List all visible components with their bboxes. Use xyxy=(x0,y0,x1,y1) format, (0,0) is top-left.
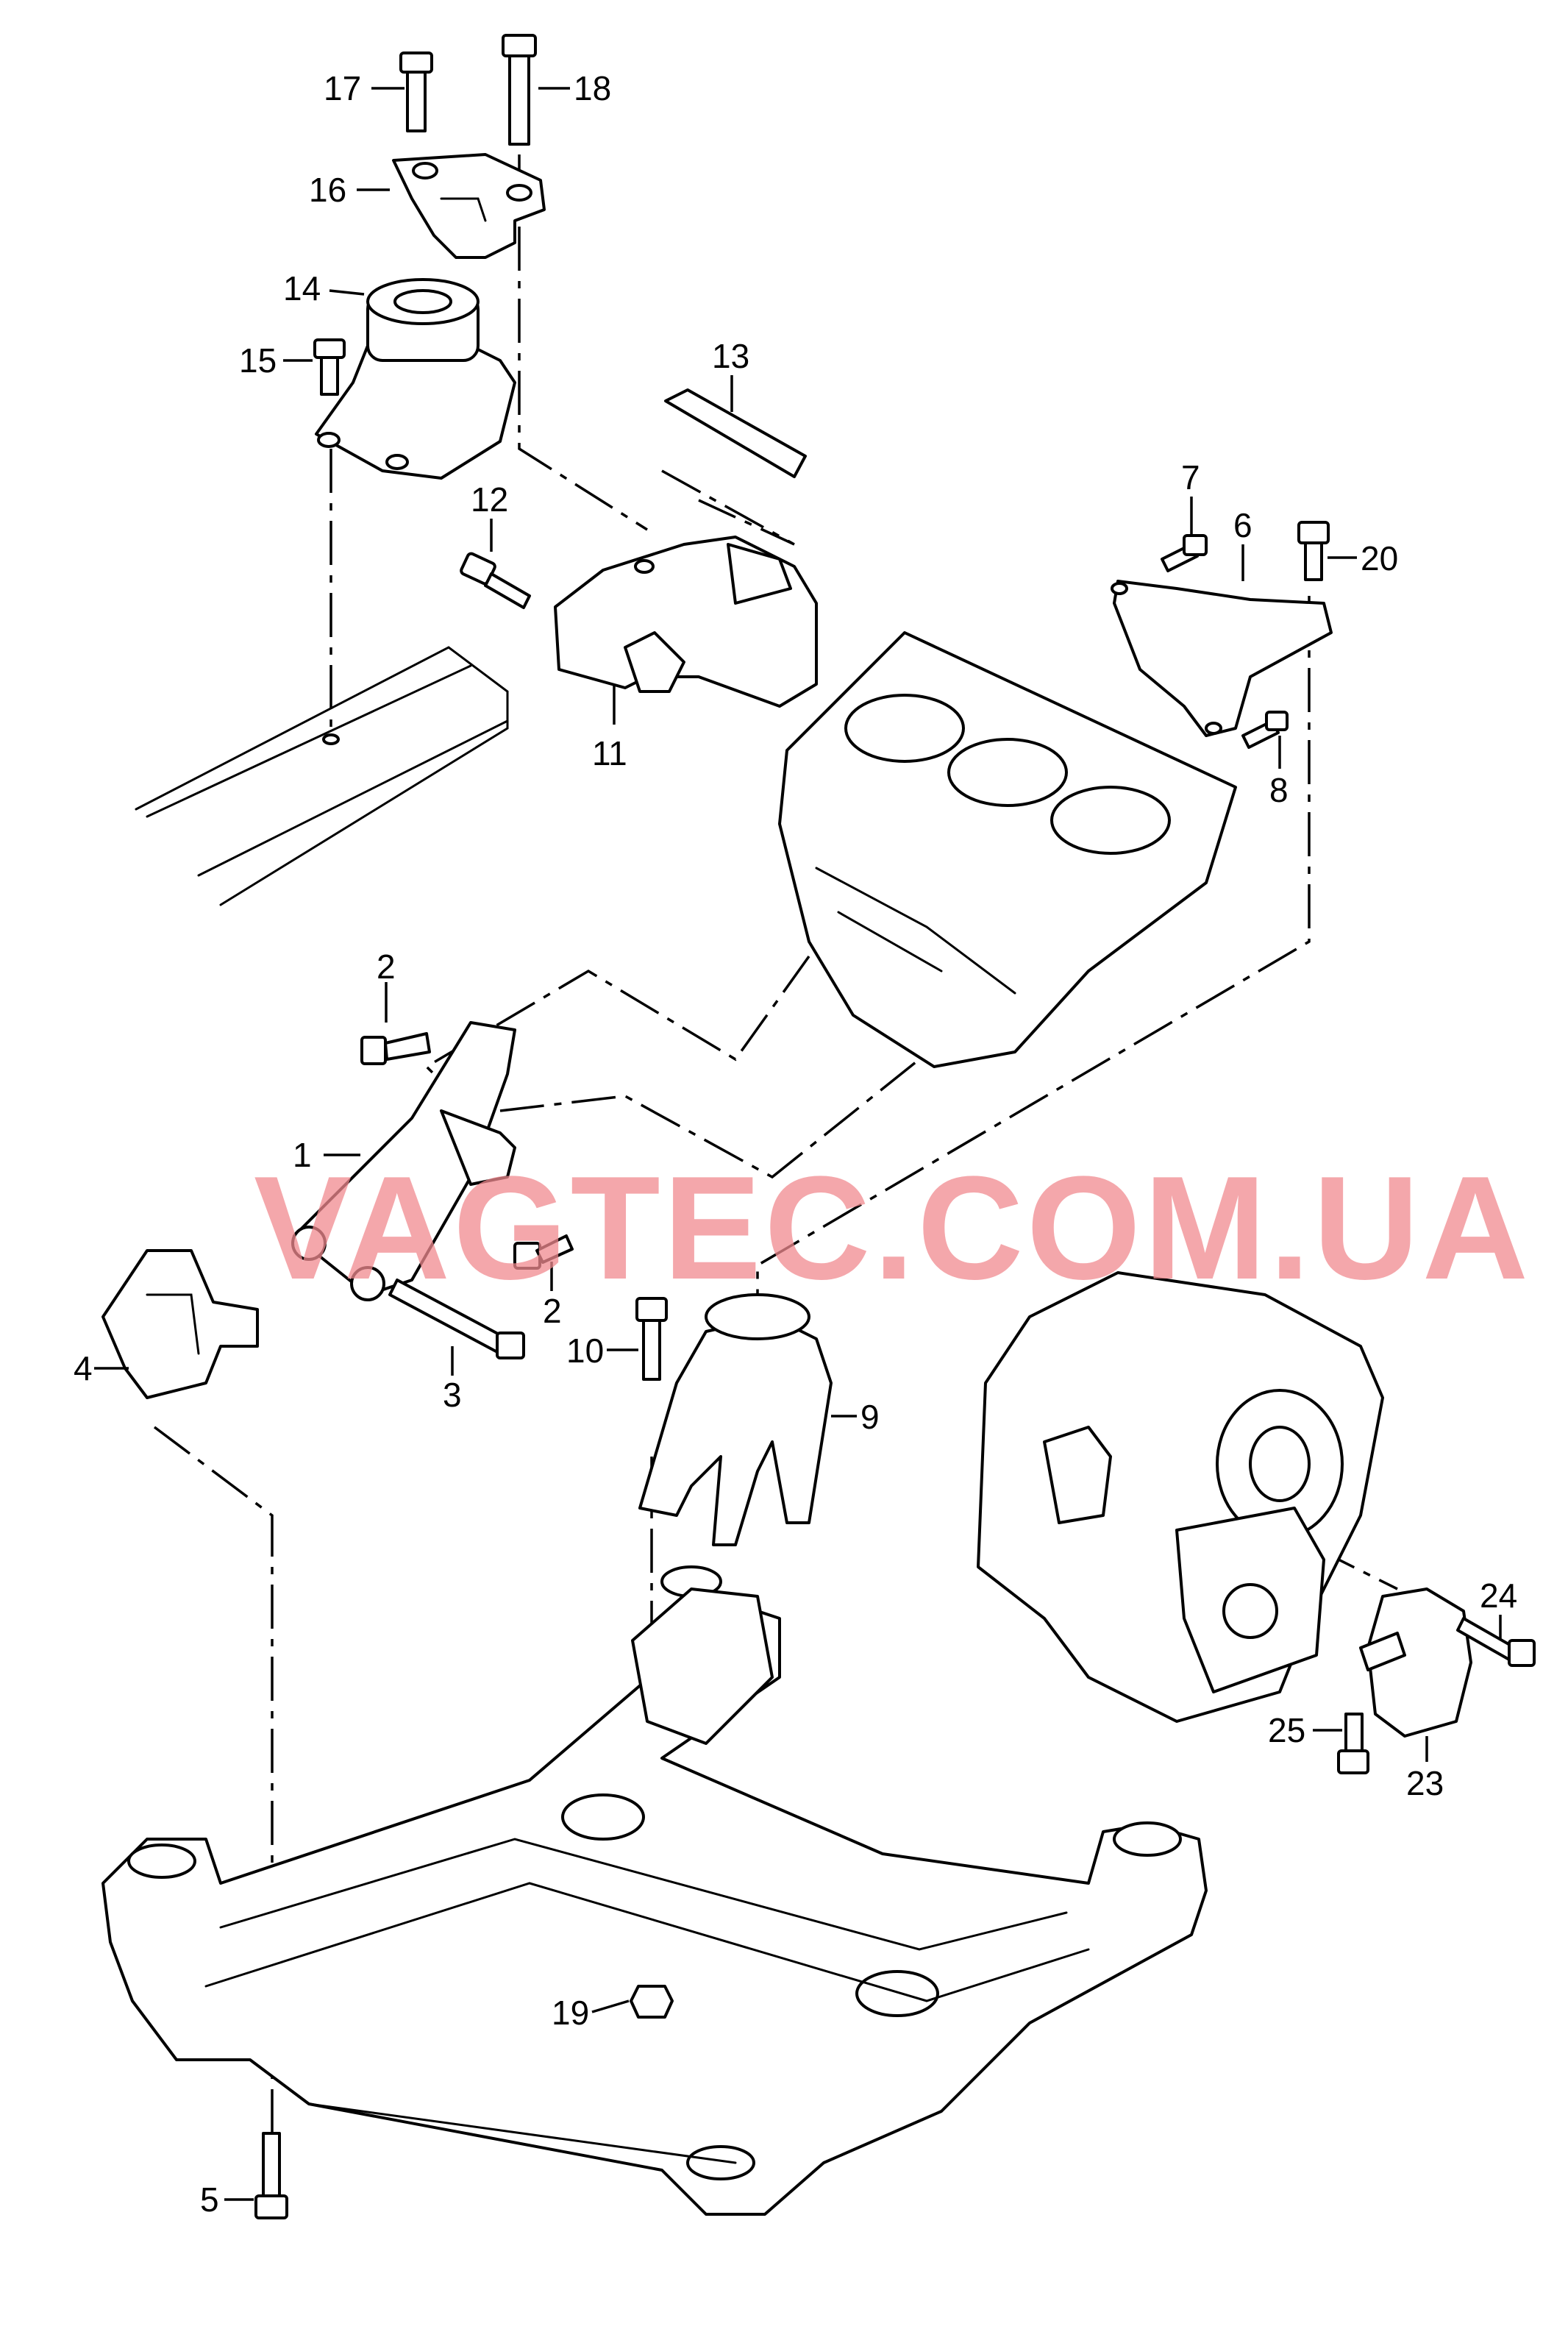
bolt-25 xyxy=(1337,1713,1369,1774)
callout-19: 17 xyxy=(324,69,361,107)
callout-9: 9 xyxy=(860,1398,880,1436)
mount-bracket-13 xyxy=(554,536,818,708)
callout-14: 12 xyxy=(471,480,508,519)
callout-24: 24 xyxy=(1480,1576,1517,1615)
bolt-2-lower xyxy=(513,1234,574,1270)
support-mount-9 xyxy=(638,1293,833,1546)
bolt-7 xyxy=(1161,534,1208,572)
upper-bracket-18 xyxy=(392,153,546,259)
bolt-17 xyxy=(313,338,346,396)
engine-block xyxy=(778,631,1237,1068)
callout-8: 8 xyxy=(1269,771,1289,809)
gearbox-mount-23 xyxy=(1359,1588,1472,1738)
callout-17: 15 xyxy=(239,341,277,380)
callout-labels: 17 18 16 14 15 13 12 11 7 6 20 8 2 1 2 3… xyxy=(74,69,1517,2219)
bolt-14 xyxy=(460,552,531,609)
bolt-3 xyxy=(388,1279,525,1359)
callout-11: 19 xyxy=(552,1994,589,2032)
gearbox xyxy=(977,1271,1384,1723)
callout-12: 20 xyxy=(1361,539,1398,577)
callout-3: 3 xyxy=(443,1376,462,1414)
callout-1: 1 xyxy=(293,1136,312,1174)
subframe xyxy=(101,1565,1208,2216)
engine-mount-16 xyxy=(315,278,516,480)
mount-4 xyxy=(101,1249,259,1399)
watermark-text: VAGTEC.COM.UA xyxy=(254,1146,1531,1310)
bolt-5 xyxy=(254,2132,288,2219)
bolt-20 xyxy=(502,34,537,146)
frame-rail xyxy=(135,646,509,906)
callout-13: 11 xyxy=(592,734,627,772)
bolt-10 xyxy=(635,1297,668,1381)
bolt-19 xyxy=(399,51,433,132)
bracket-6 xyxy=(1111,580,1333,737)
callout-18: 16 xyxy=(309,171,346,209)
callout-20: 18 xyxy=(574,69,611,107)
callout-leaders xyxy=(94,87,1502,2201)
bolt-2-upper xyxy=(360,1032,431,1065)
callout-2-upper: 2 xyxy=(377,947,396,986)
nut-11 xyxy=(630,1985,674,2019)
callout-15: 13 xyxy=(712,337,749,375)
callout-6: 6 xyxy=(1233,506,1252,544)
callout-16: 14 xyxy=(283,269,321,307)
callout-7: 7 xyxy=(1181,458,1200,497)
bolt-12 xyxy=(1297,521,1330,581)
bolt-8 xyxy=(1241,711,1289,749)
callout-5: 5 xyxy=(200,2180,219,2219)
callout-10: 10 xyxy=(566,1332,604,1370)
callout-23: 23 xyxy=(1406,1764,1444,1802)
pendulum-support-1 xyxy=(291,1021,516,1301)
bolt-15 xyxy=(664,388,807,478)
callout-4: 4 xyxy=(74,1349,93,1387)
callout-25: 25 xyxy=(1268,1711,1305,1749)
callout-2-lower: 2 xyxy=(543,1292,562,1330)
bolt-24 xyxy=(1456,1617,1536,1667)
